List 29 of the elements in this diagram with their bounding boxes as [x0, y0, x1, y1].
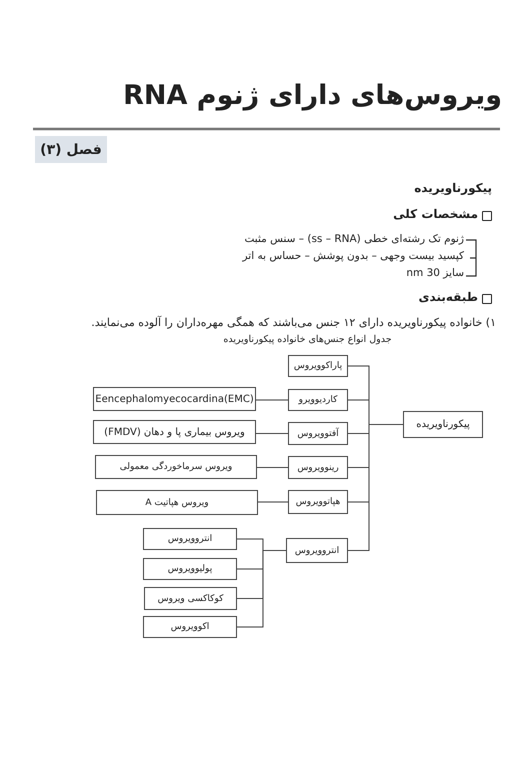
- species-box: پولیوویروس: [143, 558, 237, 580]
- species-box: انتروویروس: [143, 528, 237, 550]
- genus-box: پاراکوویروس: [288, 355, 348, 377]
- genus-box: هپاتوویروس: [288, 490, 348, 514]
- species-box: ویروس سرماخوردگی معمولی: [95, 455, 257, 479]
- chapter-title: ویروس‌های دارای ژنوم RNA: [123, 80, 502, 111]
- intro-sentence: ۱) خانواده پیکورناویریده دارای ۱۲ جنس می‌باشند که همگی مهره‌داران را آلوده می‌نمایند.: [91, 316, 496, 329]
- feature-text: ژنوم تک رشته‌ای خطی (ss – RNA) – سنس مثبت: [244, 233, 464, 245]
- species-box: ویروس هپاتیت A: [96, 490, 258, 515]
- subsection-heading: مشخصات کلی: [393, 207, 478, 221]
- connector-line: [256, 433, 288, 434]
- genus-box: آفتوویروس: [288, 422, 348, 445]
- connector-line: [348, 424, 404, 551]
- feature-text: سایز 30 nm: [406, 267, 464, 279]
- genus-box: رینوویروس: [288, 456, 348, 479]
- species-box: Eencephalomyecocardina(EMC): [93, 387, 256, 411]
- connector-line: [236, 550, 286, 628]
- species-box: اکوویروس: [143, 616, 237, 638]
- connector-line: [256, 467, 288, 468]
- table-caption: جدول انواع جنس‌های خانواده پیکورناویریده: [222, 334, 393, 345]
- family-box: پیکورناویریده: [403, 411, 483, 438]
- genus-box: کاردیوویرو: [288, 389, 348, 411]
- section-heading: پیکورناویریده: [414, 181, 492, 195]
- genus-box: انتروویروس: [286, 538, 348, 563]
- chapter-badge: فصل (۳): [35, 136, 107, 163]
- subsection-heading: طبقه‌بندی: [418, 290, 478, 304]
- species-box: کوکاکسی ویروس: [144, 587, 237, 610]
- species-box: ویروس بیماری پا و دهان (FMDV): [93, 420, 256, 444]
- feature-text: کپسید بیست وجهی – بدون پوشش – حساس به اتر: [242, 250, 464, 262]
